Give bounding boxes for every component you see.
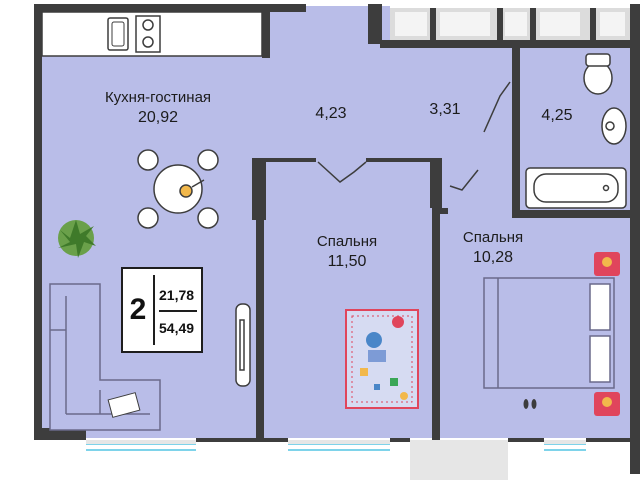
summary-badge: 2 21,78 54,49 [121, 267, 203, 353]
stove-icon [135, 15, 161, 53]
room-area: 20,92 [137, 109, 179, 126]
window-frames [86, 440, 586, 480]
room-corridor: 3,31 [420, 100, 470, 120]
room-name: Спальня [316, 233, 378, 250]
room-area: 4,25 [541, 107, 573, 124]
newspaper-icon [107, 392, 141, 418]
badge-divider [153, 275, 155, 345]
sink-icon [107, 17, 129, 51]
doors [317, 81, 511, 191]
bed-icon [483, 277, 615, 389]
room-kitchen-living: Кухня-гостиная 20,92 [90, 88, 226, 128]
dining-table-icon [137, 149, 219, 229]
room-count: 2 [129, 293, 147, 326]
bathtub-icon [525, 167, 627, 209]
room-area: 4,23 [315, 105, 347, 122]
balcony-strip [390, 8, 630, 40]
total-area: 54,49 [159, 320, 195, 336]
slippers-icon [523, 399, 537, 409]
room-area: 3,31 [429, 101, 461, 118]
room-name: Спальня [462, 229, 524, 246]
living-area: 21,78 [159, 287, 195, 303]
tv-icon [235, 303, 251, 387]
plant-icon [58, 220, 96, 258]
playpen-icon [345, 309, 419, 409]
room-bedroom-1: Спальня 11,50 [300, 232, 394, 272]
walls [34, 4, 640, 474]
room-hall: 4,23 [306, 104, 356, 124]
room-area: 10,28 [472, 249, 514, 266]
room-area: 11,50 [327, 253, 367, 270]
toilet-icon [583, 53, 613, 95]
badge-separator [159, 310, 197, 312]
washbasin-icon [601, 107, 627, 145]
room-bedroom-2: Спальня 10,28 [446, 228, 540, 268]
bottom-windows [86, 443, 586, 451]
room-name: Кухня-гостиная [104, 89, 212, 106]
kitchen-counter [41, 11, 263, 57]
nightstand-icon [594, 252, 620, 416]
room-bathroom: 4,25 [532, 106, 582, 126]
